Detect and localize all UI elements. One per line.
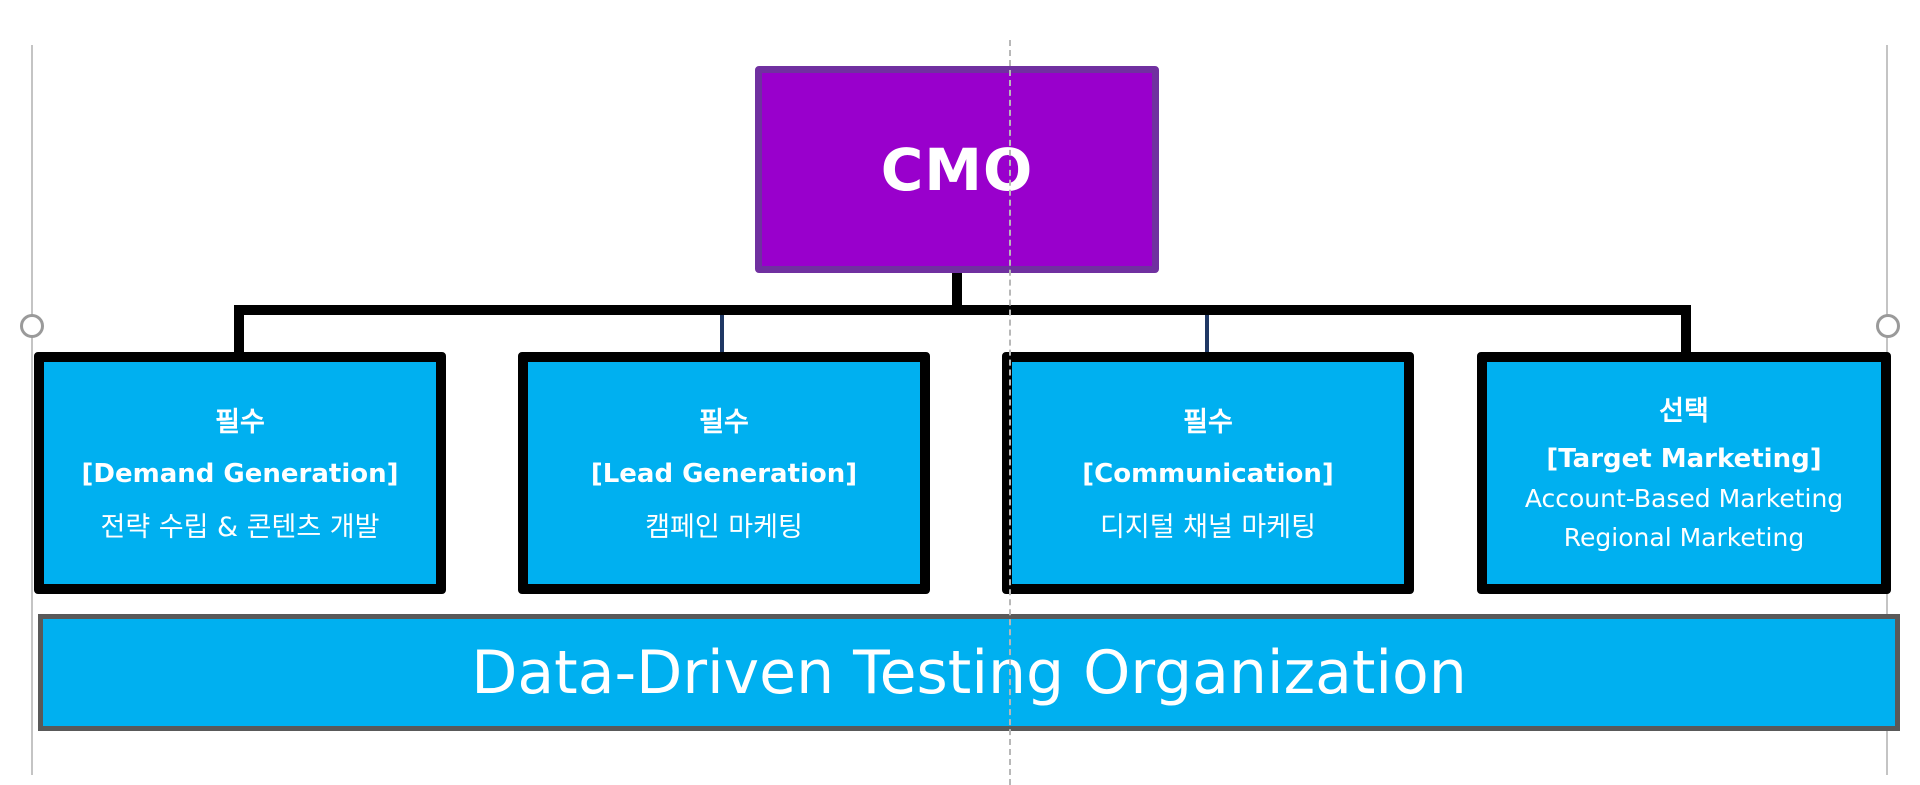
connector-root-stem xyxy=(952,273,962,313)
function-description: 전략 수립 & 콘텐츠 개발 xyxy=(100,511,380,543)
connector-drop-4 xyxy=(1681,305,1691,355)
function-description-line: Account-Based Marketing xyxy=(1524,483,1844,513)
resize-handle-left[interactable] xyxy=(20,314,44,338)
function-description: 디지털 채널 마케팅 xyxy=(1100,511,1316,543)
function-level: 필수 xyxy=(699,406,749,438)
function-box-communication[interactable]: 필수 [Communication] 디지털 채널 마케팅 xyxy=(1002,352,1414,594)
function-level: 선택 xyxy=(1659,395,1709,427)
connector-horizontal-bar xyxy=(234,305,1691,315)
connector-drop-1 xyxy=(234,305,244,355)
cmo-label: CMO xyxy=(880,135,1034,204)
function-title: [Target Marketing] xyxy=(1546,443,1822,474)
connector-drop-2 xyxy=(720,315,724,355)
function-title: [Lead Generation] xyxy=(590,458,858,489)
function-box-lead-generation[interactable]: 필수 [Lead Generation] 캠페인 마케팅 xyxy=(518,352,930,594)
function-title: [Demand Generation] xyxy=(81,458,399,489)
foundation-label: Data-Driven Testing Organization xyxy=(471,637,1467,708)
center-guide-line xyxy=(1009,40,1011,785)
function-level: 필수 xyxy=(215,406,265,438)
connector-drop-3 xyxy=(1205,315,1209,355)
resize-handle-right[interactable] xyxy=(1876,314,1900,338)
function-level: 필수 xyxy=(1183,406,1233,438)
function-description-line: Regional Marketing xyxy=(1563,522,1805,552)
foundation-banner[interactable]: Data-Driven Testing Organization xyxy=(38,614,1900,731)
selection-guide-left xyxy=(31,45,33,775)
function-description: 캠페인 마케팅 xyxy=(645,511,803,543)
function-box-demand-generation[interactable]: 필수 [Demand Generation] 전략 수립 & 콘텐츠 개발 xyxy=(34,352,446,594)
cmo-node[interactable]: CMO xyxy=(755,66,1159,273)
function-title: [Communication] xyxy=(1082,458,1334,489)
function-box-target-marketing[interactable]: 선택 [Target Marketing] Account-Based Mark… xyxy=(1477,352,1891,594)
